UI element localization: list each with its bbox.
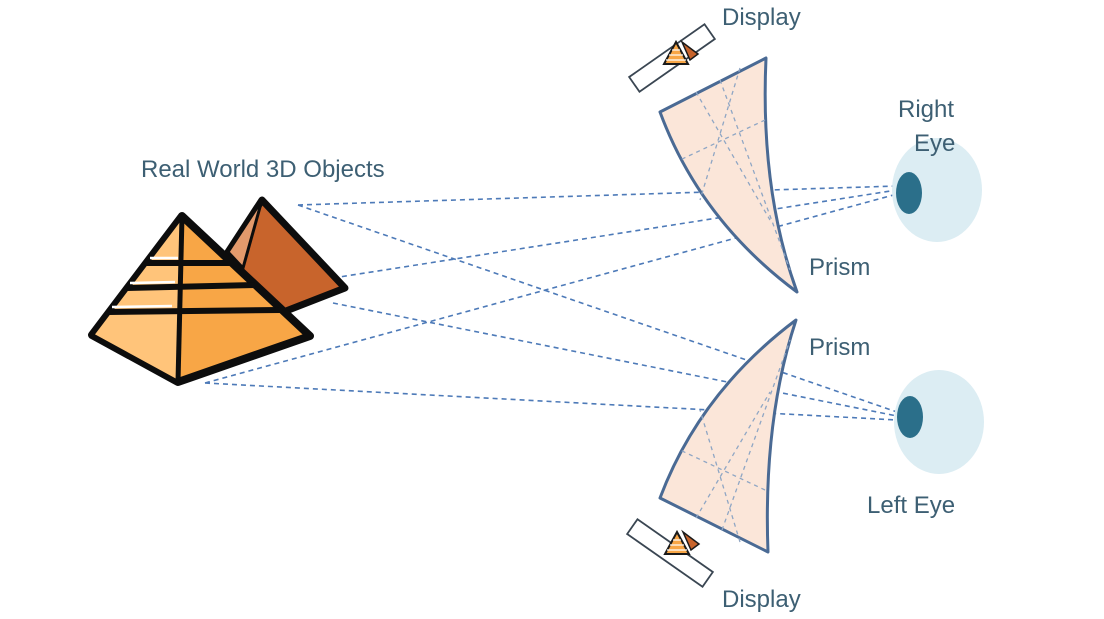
right-pupil <box>896 172 922 214</box>
ray <box>332 302 898 417</box>
prism-top <box>658 56 799 294</box>
display-bottom <box>625 517 715 589</box>
prism-top-label: Prism <box>809 254 871 281</box>
right-eye-label-line2: Eye <box>914 130 956 157</box>
ray <box>297 204 898 413</box>
right-eye-label-line1: Right <box>898 96 955 123</box>
display-top-label: Display <box>722 4 801 31</box>
left-eye-label: Left Eye <box>867 492 956 519</box>
prism-bottom <box>658 318 798 554</box>
display-top <box>627 22 717 94</box>
pyramids-illustration <box>88 196 349 386</box>
ray <box>204 193 898 384</box>
objects-label: Real World 3D Objects <box>141 156 385 183</box>
prism-bottom-label: Prism <box>809 334 871 361</box>
light-rays <box>204 185 898 421</box>
ray <box>297 185 898 206</box>
right-eye <box>892 138 982 242</box>
left-eye <box>894 370 984 474</box>
display-bottom-label: Display <box>722 586 801 613</box>
left-pupil <box>897 396 923 438</box>
ray <box>204 382 898 421</box>
